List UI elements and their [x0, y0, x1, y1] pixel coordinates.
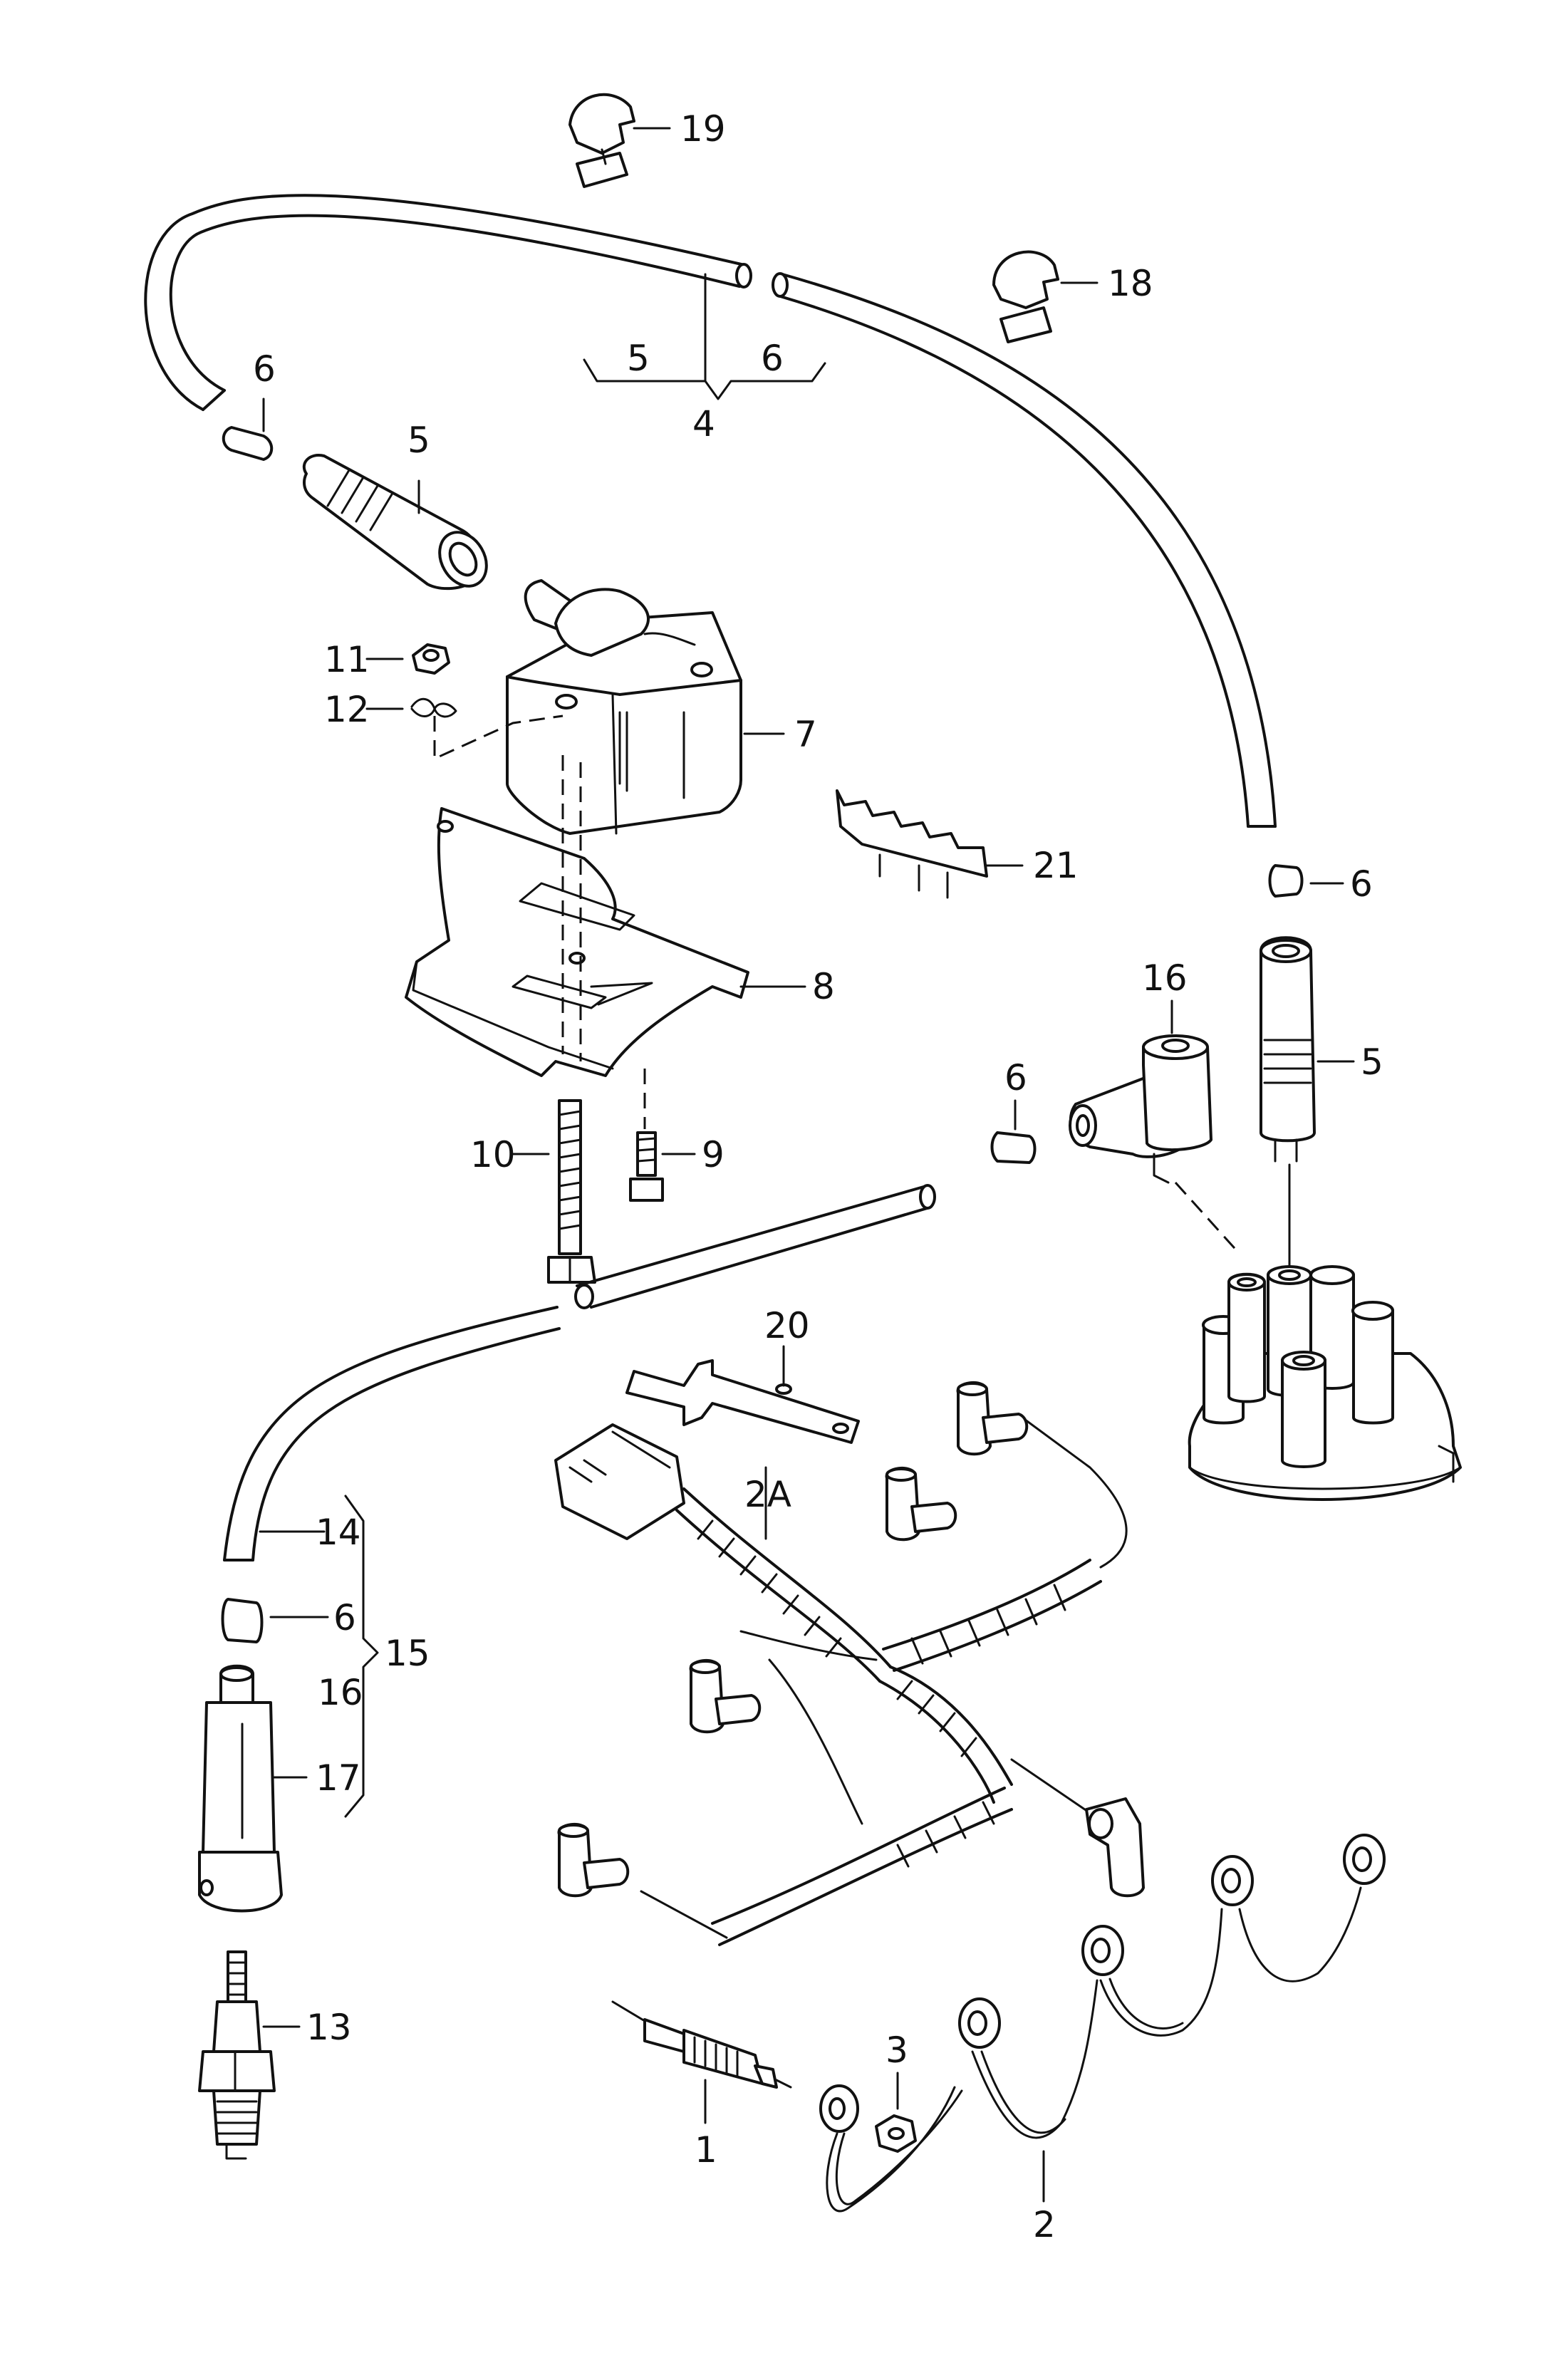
- callout-8: 8: [812, 966, 835, 1007]
- distributor-cap: [1188, 1265, 1462, 1501]
- callout-14: 14: [316, 1512, 361, 1553]
- callout-18: 18: [1108, 263, 1153, 304]
- clip-6-mid: 6: [990, 1057, 1037, 1164]
- callout-10: 10: [470, 1134, 516, 1175]
- callout-11: 11: [324, 639, 370, 680]
- clip-18: 18: [992, 250, 1153, 343]
- harness-connector-d: [557, 1822, 630, 1898]
- nut-11: 11: [324, 639, 450, 680]
- callout-16-upper: 16: [1142, 957, 1188, 999]
- callout-4: 4: [692, 403, 715, 445]
- callout-6-lower: 6: [333, 1597, 356, 1638]
- callout-1: 1: [695, 2129, 717, 2171]
- plug-5-right: 5: [1260, 936, 1383, 1284]
- harness-connector-e: [1085, 1797, 1145, 1898]
- callout-2A: 2A: [744, 1474, 791, 1515]
- spark-plug-13: 13: [198, 1950, 352, 2160]
- callout-20: 20: [764, 1305, 810, 1346]
- callout-5-brace: 5: [627, 338, 650, 379]
- washer-12: 12: [324, 689, 564, 761]
- connector-strip-21: 21: [836, 789, 1079, 899]
- callout-6-right: 6: [1350, 863, 1373, 905]
- brace-4: 5 6 4: [583, 273, 826, 445]
- bracket-8: 8: [405, 755, 835, 1077]
- harness-connector-a: [956, 1381, 1029, 1456]
- callout-13: 13: [306, 2007, 352, 2048]
- callout-5-plug-right: 5: [1361, 1041, 1383, 1083]
- callout-6-left: 6: [253, 348, 276, 390]
- callout-7: 7: [794, 714, 817, 755]
- callout-15: 15: [385, 1633, 430, 1674]
- clip-19: 19: [568, 93, 726, 188]
- angle-plug-16: 16: [1069, 957, 1241, 1255]
- ht-lead-lower: [223, 1184, 936, 1561]
- harness-connector-c: [689, 1658, 762, 1734]
- callout-17: 17: [316, 1757, 361, 1799]
- nut-3: 3: [875, 2030, 917, 2153]
- callout-5-plug-top: 5: [407, 420, 430, 461]
- plug-connector-17: [198, 1664, 283, 1913]
- callout-3: 3: [886, 2030, 908, 2071]
- callout-6-mid: 6: [1004, 1057, 1027, 1098]
- clip-6-lower: [221, 1598, 264, 1643]
- callout-16-lower: 16: [318, 1672, 363, 1713]
- callout-6-brace: 6: [761, 338, 784, 379]
- bolt-10: 10: [470, 1099, 596, 1284]
- plug-5-top: 5: [302, 420, 488, 591]
- clip-6-right: 6: [1268, 863, 1373, 905]
- ignition-coil-7: 7: [506, 579, 817, 835]
- ht-lead-top-right: [772, 272, 1277, 828]
- brace-15: 14 6 15 16 17: [259, 1495, 430, 1818]
- callout-9: 9: [702, 1134, 725, 1175]
- callout-21: 21: [1033, 845, 1079, 886]
- ht-lead-top-left: [144, 194, 752, 411]
- clip-6-left: 6: [222, 348, 276, 461]
- callout-19: 19: [680, 108, 726, 150]
- callout-2: 2: [1033, 2204, 1056, 2245]
- harness-connector-b: [885, 1466, 957, 1542]
- harness-2A: 2A: [554, 1416, 1128, 1946]
- callout-12: 12: [324, 689, 370, 730]
- bracket-20: 20: [625, 1305, 860, 1444]
- bolt-9: 9: [629, 1069, 725, 1202]
- sensor-1: 1: [611, 2000, 792, 2171]
- ground-strap-2: 2: [819, 1834, 1386, 2245]
